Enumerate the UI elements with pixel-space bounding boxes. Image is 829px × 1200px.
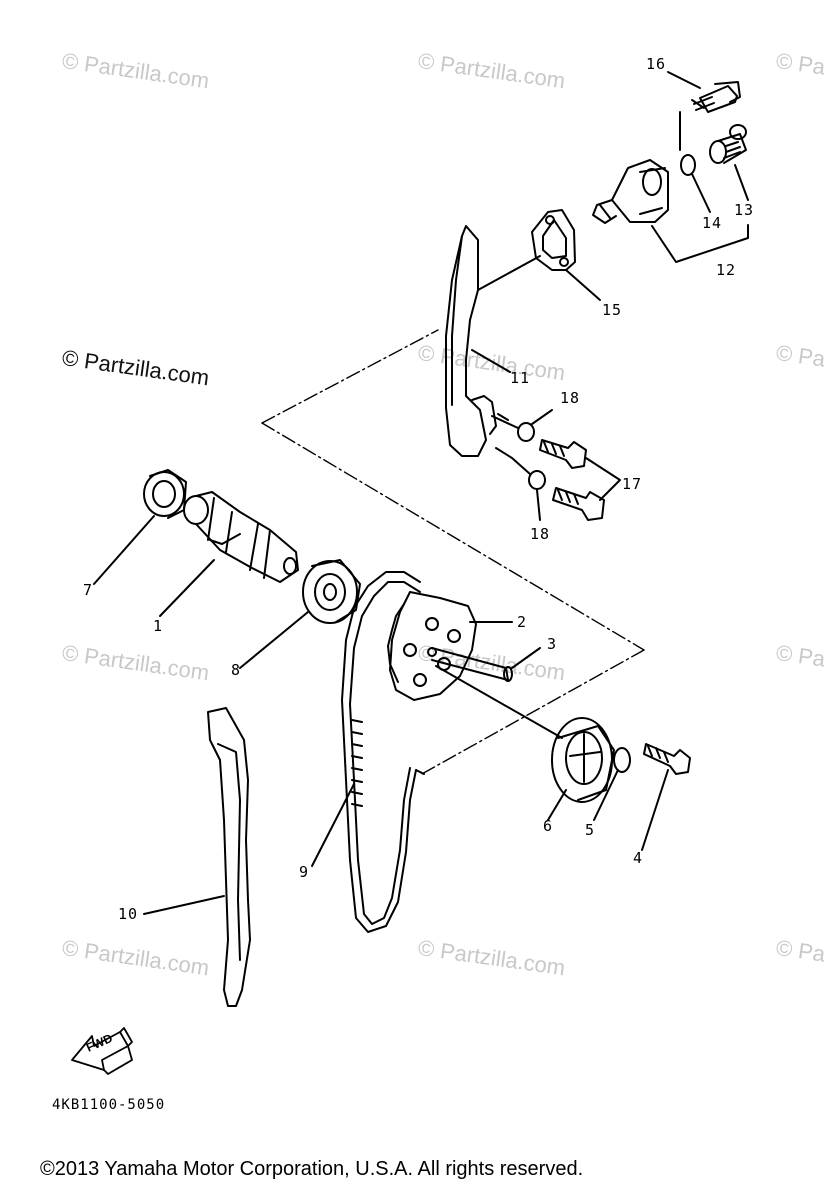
leader-17: [585, 457, 621, 501]
callout-10: 10: [117, 905, 139, 923]
leader-1: [159, 559, 215, 617]
diagram-part-number: 4KB1100-5050: [52, 1097, 166, 1113]
camshaft-part-1: [183, 491, 299, 583]
chain-guide-part-11: [445, 225, 497, 457]
rotor-part-6: [551, 717, 615, 803]
leader-6: [547, 789, 567, 821]
washer-part-5: [613, 747, 631, 773]
pin-part-3: [431, 647, 513, 682]
callout-9: 9: [298, 863, 310, 881]
leader-16: [667, 71, 701, 89]
callout-2: 2: [516, 613, 528, 631]
leader-15: [565, 269, 601, 301]
fwd-arrow-icon: [71, 1027, 133, 1075]
callout-6: 6: [542, 817, 554, 835]
tensioner-part-12: [592, 159, 669, 224]
leader-14: [691, 173, 711, 213]
callout-4: 4: [632, 849, 644, 867]
callout-18-lower: 18: [529, 525, 551, 543]
leader-18-upper: [531, 409, 553, 425]
leader-13: [734, 164, 749, 201]
callout-5: 5: [584, 821, 596, 839]
bolt-part-16: [691, 81, 741, 113]
leader-guide-washer-upper: [491, 415, 519, 429]
gasket-part-15: [531, 209, 576, 271]
leader-5: [593, 769, 619, 821]
washer-part-18-lower: [528, 470, 546, 490]
leader-18-lower: [536, 489, 541, 521]
leader-9: [311, 783, 355, 867]
bolt-part-4: [643, 743, 691, 775]
bearing-part-7: [143, 469, 187, 519]
leader-7: [93, 515, 155, 585]
sprocket-part-2: [387, 591, 477, 701]
callout-18-upper: 18: [559, 389, 581, 407]
bolt-part-17-upper: [539, 439, 587, 469]
callout-8: 8: [230, 661, 242, 679]
leader-3: [511, 647, 541, 669]
leader-11: [471, 349, 511, 373]
leader-8: [239, 611, 309, 669]
callout-14: 14: [701, 214, 723, 232]
leader-sprocket-to-rotor: [435, 665, 563, 739]
washer-part-14: [680, 154, 696, 176]
leader-11-gasket: [477, 255, 541, 291]
callout-12: 12: [715, 261, 737, 279]
copyright-notice: ©2013 Yamaha Motor Corporation, U.S.A. A…: [40, 1158, 584, 1180]
leader-4: [641, 769, 669, 851]
chain-guide-part-10: [207, 707, 251, 1007]
plug-part-13: [709, 124, 747, 164]
leader-guide-washer-lower: [495, 447, 531, 475]
leader-10: [143, 895, 225, 915]
callout-16: 16: [645, 55, 667, 73]
bolt-part-17-lower: [552, 487, 605, 521]
leader-11-tensioner: [497, 413, 509, 421]
leader-12: [651, 224, 749, 263]
callout-1: 1: [152, 617, 164, 635]
callout-17: 17: [621, 475, 643, 493]
reference-outline: [261, 329, 645, 776]
bearing-part-8: [302, 559, 361, 624]
timing-chain-part-9: [341, 571, 425, 933]
washer-part-18-upper: [517, 422, 535, 442]
callout-3: 3: [546, 635, 558, 653]
callout-13: 13: [733, 201, 755, 219]
callout-15: 15: [601, 301, 623, 319]
callout-11: 11: [509, 369, 531, 387]
callout-7: 7: [82, 581, 94, 599]
